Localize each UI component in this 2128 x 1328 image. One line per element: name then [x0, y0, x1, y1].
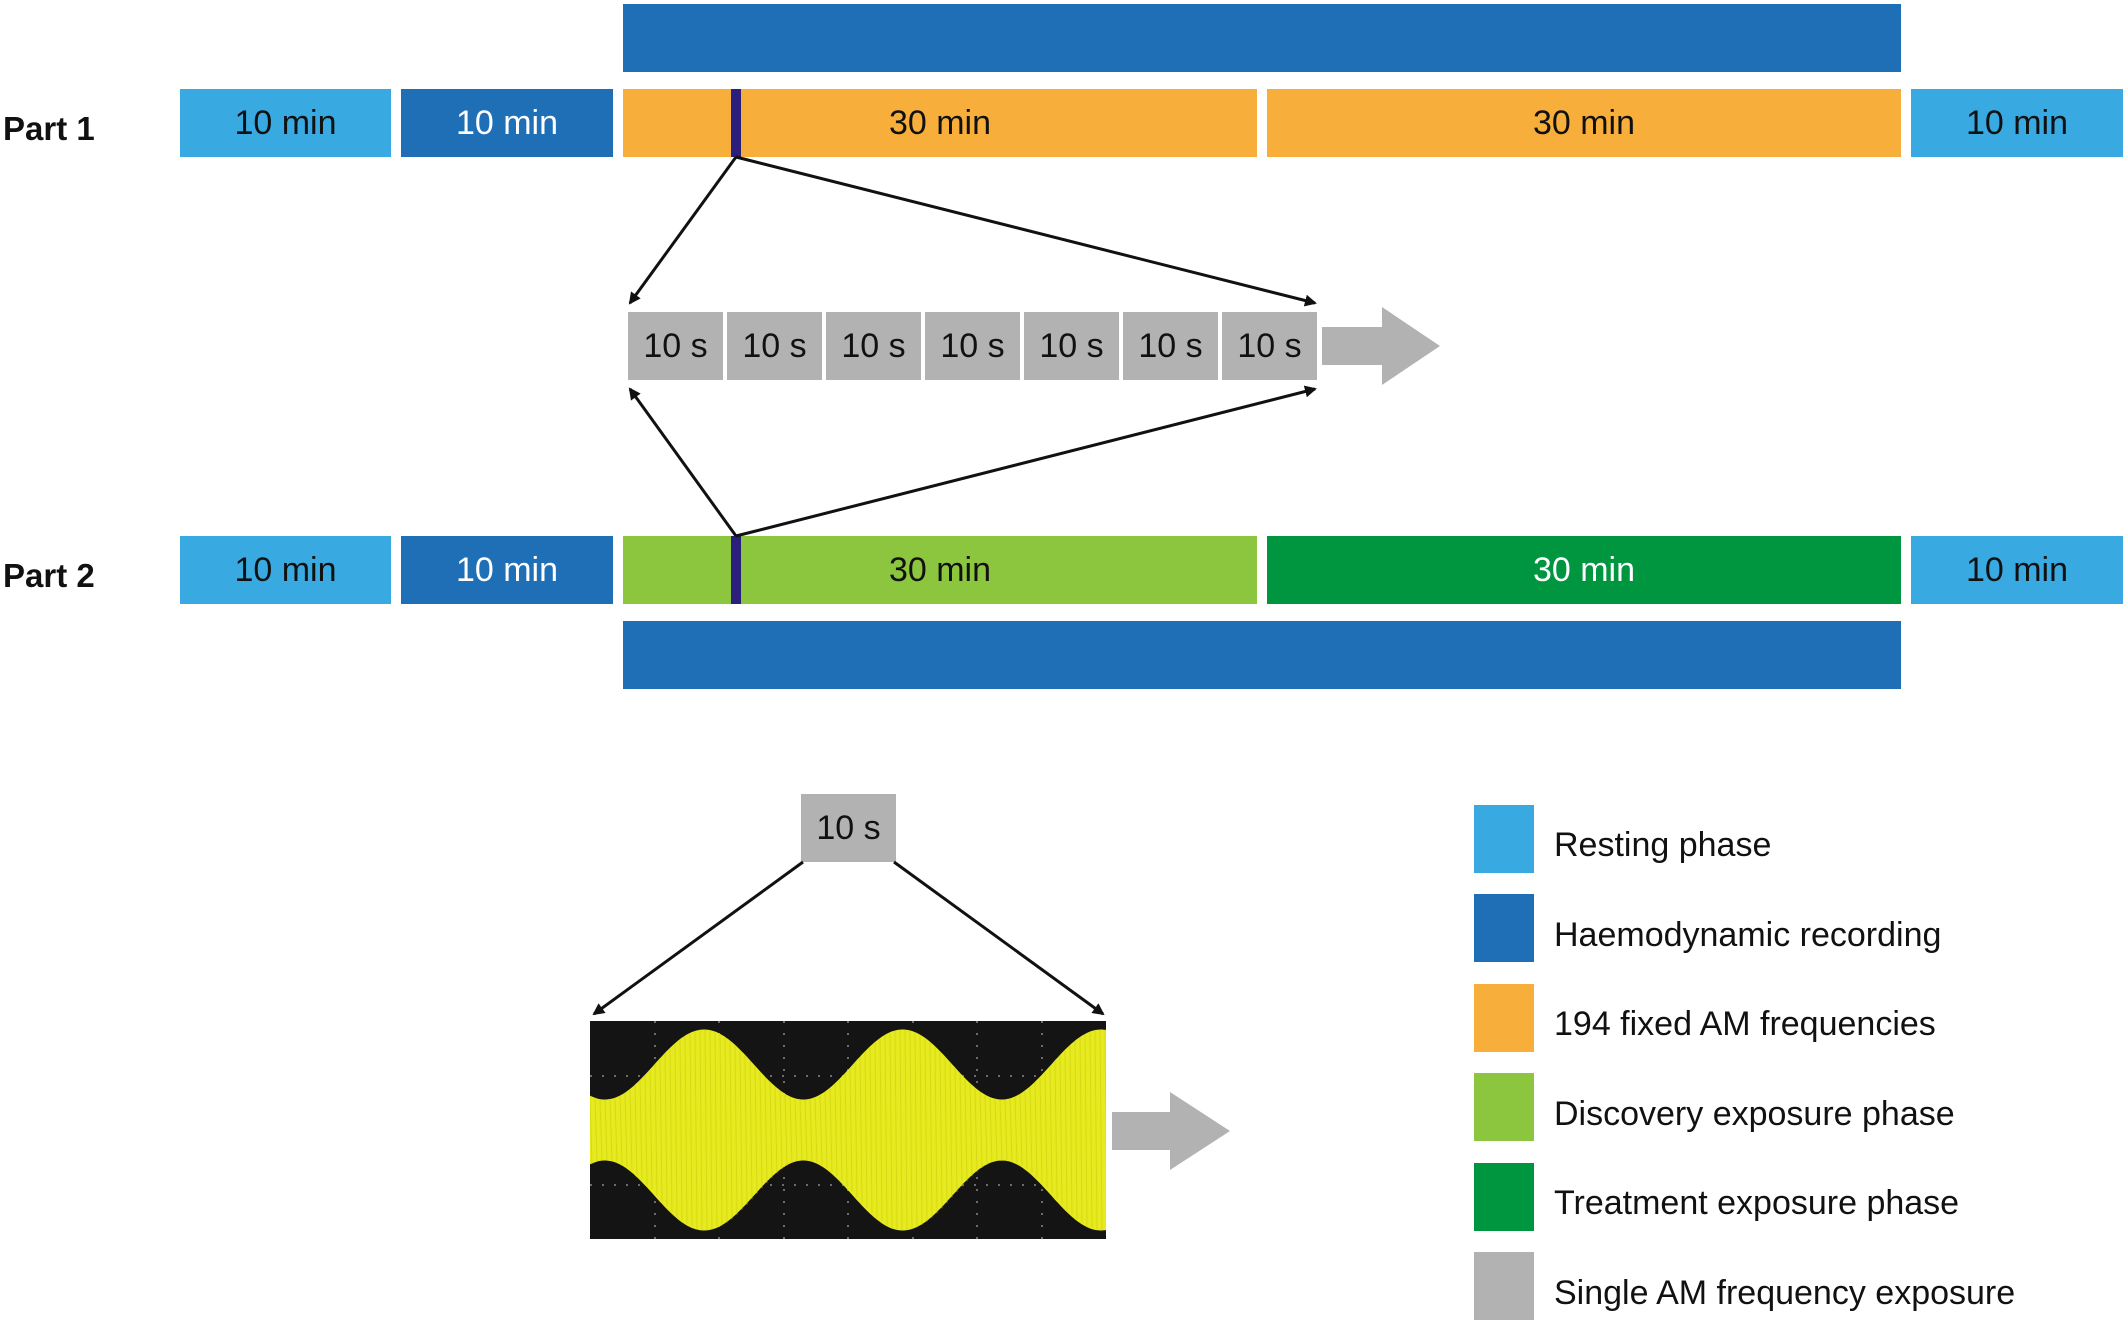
recording-bar-part2 — [623, 621, 1901, 689]
seconds-block-7: 10 s — [1222, 312, 1317, 380]
am-waveform-image — [590, 1021, 1106, 1239]
arrow-block-right — [893, 860, 1105, 1016]
seconds-block-1: 10 s — [628, 312, 723, 380]
seconds-block-4: 10 s — [925, 312, 1020, 380]
legend-label-treatment: Treatment exposure phase — [1554, 1184, 1960, 1222]
part1-fixed-am-2: 30 min — [1267, 89, 1901, 157]
seconds-block-2: 10 s — [727, 312, 822, 380]
recording-bar-part1 — [623, 4, 1901, 72]
legend-swatch-treatment — [1474, 1163, 1534, 1231]
legend-label-fixed-am: 194 fixed AM frequencies — [1554, 1005, 1936, 1043]
legend-label-discovery: Discovery exposure phase — [1554, 1095, 1955, 1133]
part1-resting-end: 10 min — [1911, 89, 2123, 157]
single-seconds-block: 10 s — [801, 794, 896, 862]
arrow-p2-right — [735, 385, 1317, 538]
arrow-p2-left — [628, 387, 738, 537]
part2-treatment-phase: 30 min — [1267, 536, 1901, 604]
part1-label: Part 1 — [3, 110, 95, 147]
part1-recording-baseline: 10 min — [401, 89, 613, 157]
legend-swatch-fixed-am — [1474, 984, 1534, 1052]
part2-discovery-phase: 30 min — [623, 536, 1257, 604]
legend-swatch-single-am — [1474, 1252, 1534, 1320]
legend-label-recording: Haemodynamic recording — [1554, 916, 1942, 954]
part2-resting-start: 10 min — [180, 536, 391, 604]
continue-arrow-seconds — [1322, 307, 1440, 385]
part2-resting-end: 10 min — [1911, 536, 2123, 604]
part2-recording-baseline: 10 min — [401, 536, 613, 604]
part1-marker — [731, 89, 741, 157]
seconds-block-3: 10 s — [826, 312, 921, 380]
am-waveform-svg — [590, 1021, 1106, 1239]
legend-label-single-am: Single AM frequency exposure — [1554, 1274, 2016, 1312]
legend-swatch-discovery — [1474, 1073, 1534, 1141]
seconds-block-6: 10 s — [1123, 312, 1218, 380]
legend-swatch-recording — [1474, 894, 1534, 962]
part1-fixed-am-1: 30 min — [623, 89, 1257, 157]
legend-label-resting: Resting phase — [1554, 826, 1772, 864]
legend-swatch-resting — [1474, 805, 1534, 873]
part2-marker — [731, 536, 741, 604]
part2-label: Part 2 — [3, 557, 95, 594]
continue-arrow-waveform — [1112, 1092, 1230, 1170]
seconds-block-5: 10 s — [1024, 312, 1119, 380]
part1-resting-start: 10 min — [180, 89, 391, 157]
arrow-p1-right — [735, 155, 1317, 307]
arrow-p1-left — [628, 156, 738, 305]
arrow-block-left — [592, 860, 804, 1016]
